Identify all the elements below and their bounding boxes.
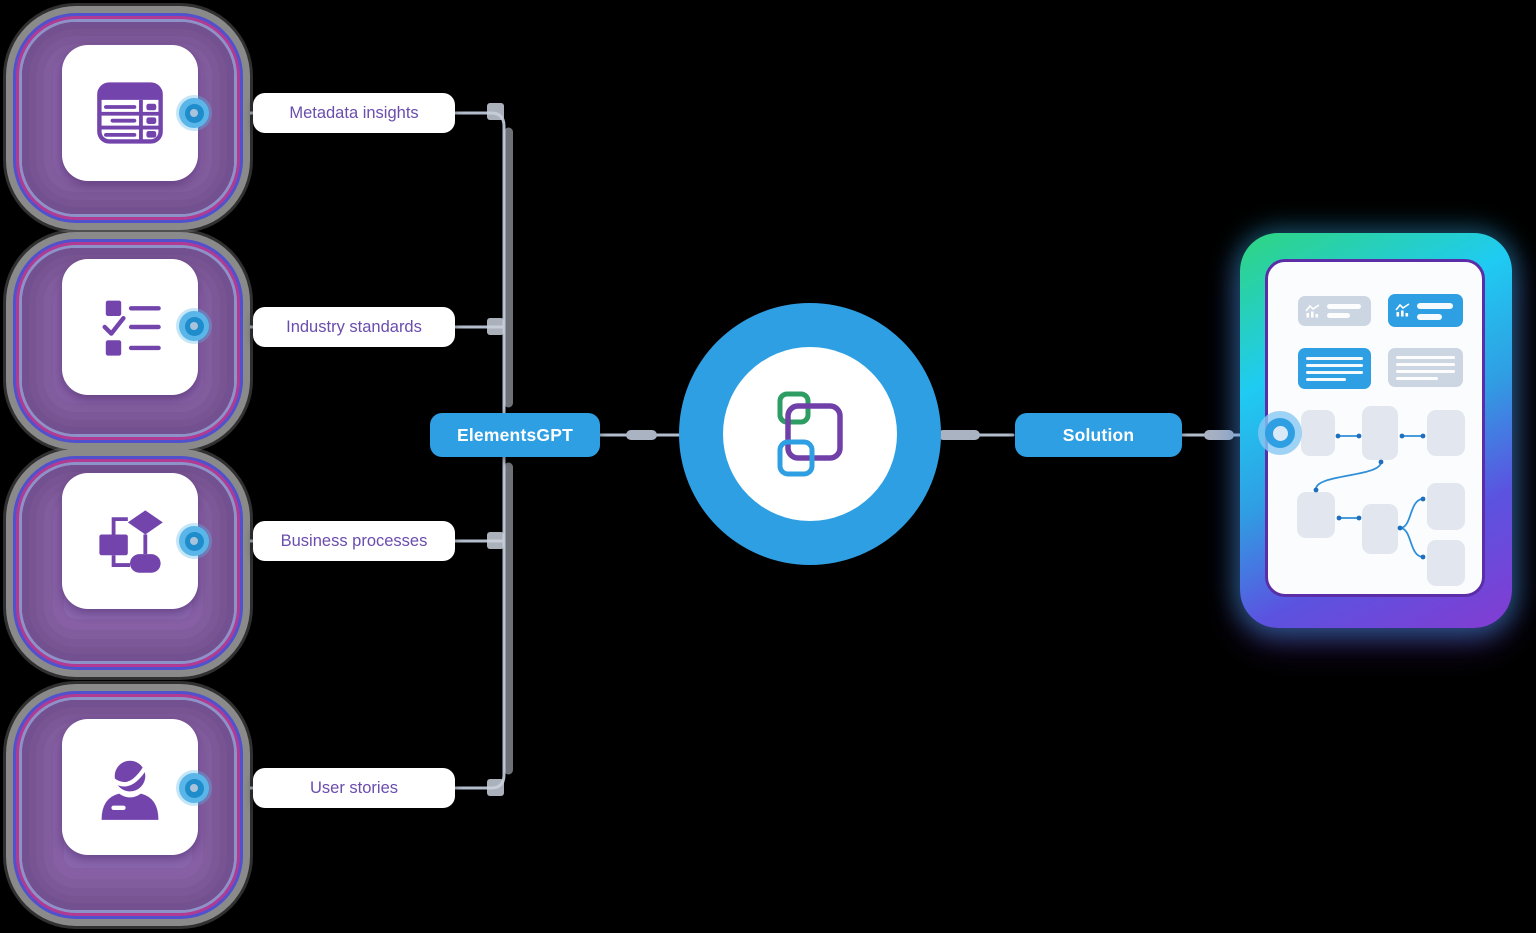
mockup-card xyxy=(1388,348,1463,387)
mockup-card xyxy=(1298,296,1371,326)
icon-tile xyxy=(62,473,198,609)
label-text: Business processes xyxy=(280,531,428,550)
mockup-connector-ring xyxy=(1258,411,1302,455)
icon-tile xyxy=(62,259,198,395)
metadata-table-icon xyxy=(97,82,163,144)
mockup-card xyxy=(1388,294,1463,327)
hub-circle xyxy=(679,303,941,565)
label-text: Metadata insights xyxy=(289,103,419,122)
label-text: Industry standards xyxy=(286,317,422,336)
elementsgpt-badge: ElementsGPT xyxy=(430,413,600,457)
connector-dot xyxy=(179,773,209,803)
mockup-flowchart xyxy=(1297,406,1465,586)
connector-dot xyxy=(179,311,209,341)
icon-tile xyxy=(62,45,198,181)
label-metadata-insights: Metadata insights xyxy=(253,93,455,133)
mini-chart-icon xyxy=(1395,303,1410,317)
checklist-icon xyxy=(102,300,161,356)
connector-dot xyxy=(179,526,209,556)
elements-logo-icon xyxy=(777,391,843,477)
label-business-processes: Business processes xyxy=(253,521,455,561)
solution-badge: Solution xyxy=(1015,413,1182,457)
label-user-stories: User stories xyxy=(253,768,455,808)
mini-chart-icon xyxy=(1305,304,1320,318)
label-text: User stories xyxy=(309,778,399,797)
badge-text: Solution xyxy=(1062,424,1135,445)
connector-dot xyxy=(179,98,209,128)
hub-inner-circle xyxy=(723,347,897,521)
process-flowchart-icon xyxy=(99,510,163,573)
label-industry-standards: Industry standards xyxy=(253,307,455,347)
mockup-panel xyxy=(1265,259,1485,597)
user-icon xyxy=(101,760,159,820)
badge-text: ElementsGPT xyxy=(457,424,573,445)
mockup-card xyxy=(1298,348,1371,389)
icon-tile xyxy=(62,719,198,855)
